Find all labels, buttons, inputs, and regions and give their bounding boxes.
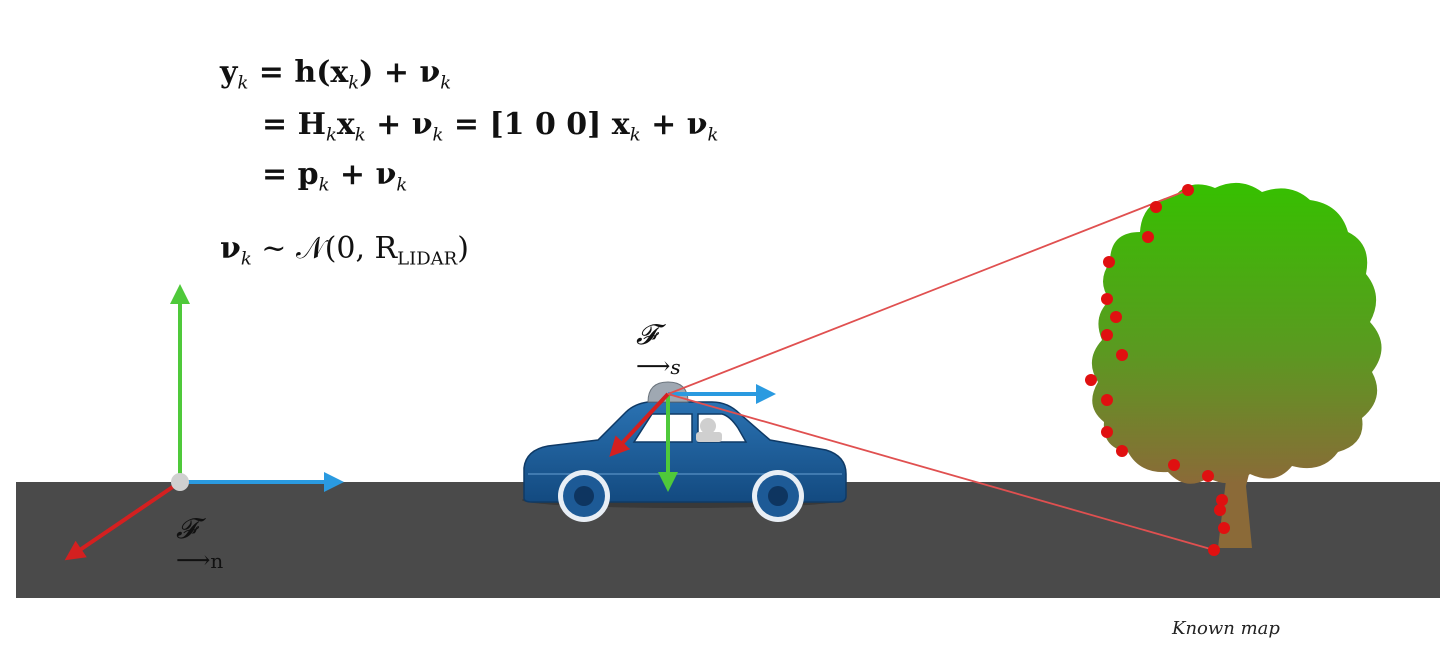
hit-point — [1208, 544, 1220, 556]
known-map-caption: Known map — [1172, 618, 1280, 639]
car-window-front — [632, 413, 693, 443]
eq-h: = h(x — [248, 55, 349, 90]
car-wheel-rear — [752, 470, 804, 522]
measurement-equation-line1: yk = h(xk) + νk — [220, 55, 452, 94]
tree-canopy — [1091, 182, 1382, 484]
lidar-ray-top — [667, 189, 1189, 395]
noise-distribution-equation: νk ~ 𝒩(0, RLIDAR) — [220, 231, 469, 270]
tree — [1091, 182, 1382, 548]
lidar-rays — [667, 189, 1215, 551]
lidar-hit-points — [1085, 184, 1230, 556]
nav-frame-label: 𝓕 ⟶n — [176, 512, 224, 574]
nav-axis-side — [64, 480, 182, 561]
nav-frame-axes — [64, 284, 344, 561]
lidar-ray-bottom — [667, 393, 1215, 551]
measurement-equation-line2: = Hkxk + νk = [1 0 0] xk + νk — [262, 107, 719, 146]
hit-point — [1116, 349, 1128, 361]
measurement-equation-line3: = pk + νk — [262, 157, 408, 196]
nav-origin — [171, 473, 189, 491]
car — [522, 381, 847, 522]
hit-point — [1101, 394, 1113, 406]
hit-point — [1116, 445, 1128, 457]
hit-point — [1168, 459, 1180, 471]
hit-point — [1085, 374, 1097, 386]
sensor-frame-label: 𝓕 ⟶s — [636, 318, 681, 380]
hit-point — [1216, 494, 1228, 506]
hit-point — [1202, 470, 1214, 482]
hit-point — [1110, 311, 1122, 323]
hit-point — [1103, 256, 1115, 268]
hit-point — [1101, 329, 1113, 341]
sensor-frame-axes — [609, 384, 776, 492]
hit-point — [1101, 293, 1113, 305]
hit-point — [1150, 201, 1162, 213]
hit-point — [1101, 426, 1113, 438]
hit-point — [1218, 522, 1230, 534]
hit-point — [1182, 184, 1194, 196]
sensor-axis-side — [609, 392, 670, 457]
car-wheel-front — [558, 470, 610, 522]
hit-point — [1142, 231, 1154, 243]
hit-point — [1214, 504, 1226, 516]
